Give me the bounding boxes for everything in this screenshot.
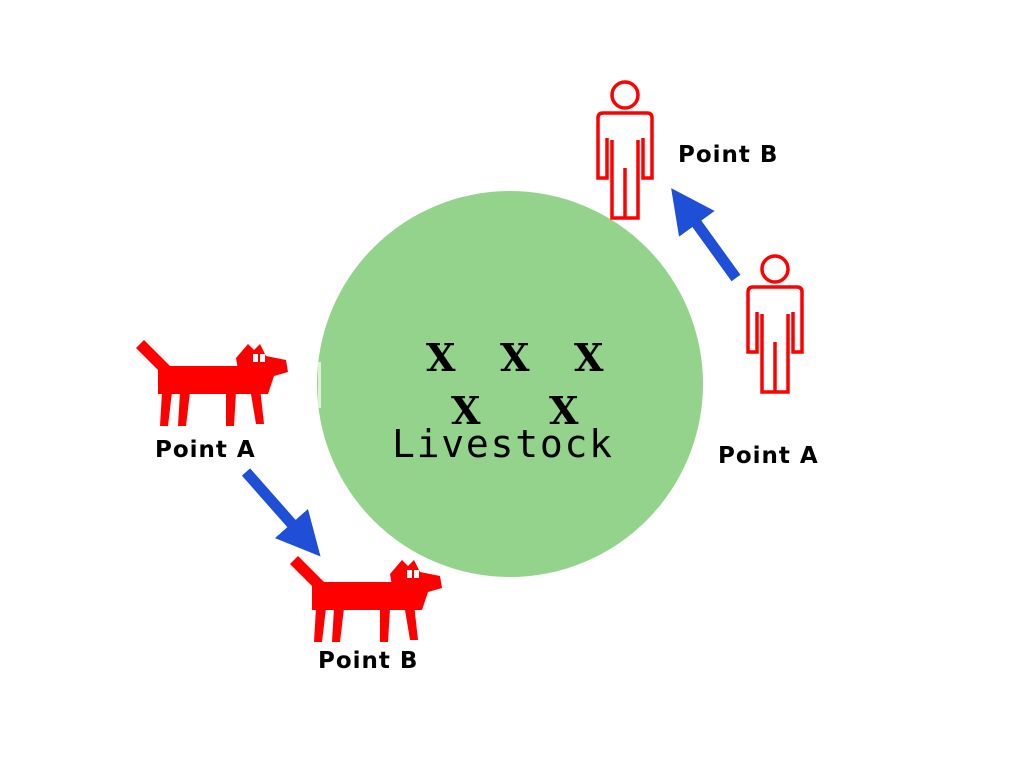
wolf-icon (136, 340, 288, 426)
livestock-marker: X (500, 335, 530, 380)
livestock-marker: X (549, 388, 579, 433)
livestock-pasture (317, 191, 703, 577)
person-icon (596, 80, 654, 220)
livestock-label: Livestock (392, 422, 612, 466)
livestock-marker: X (426, 335, 456, 380)
wolf-icon (290, 556, 442, 642)
person-icon (746, 254, 804, 394)
wolf-end-label: Point B (318, 648, 418, 674)
livestock-marker: X (451, 388, 481, 433)
wolf-movement-arrow (241, 468, 321, 557)
pasture-edge-highlight (318, 362, 321, 408)
wolf-start-label: Point A (155, 437, 256, 463)
human-movement-arrow (671, 188, 741, 282)
human-start-label: Point A (718, 443, 819, 469)
livestock-marker: X (574, 335, 604, 380)
human-end-label: Point B (678, 142, 778, 168)
